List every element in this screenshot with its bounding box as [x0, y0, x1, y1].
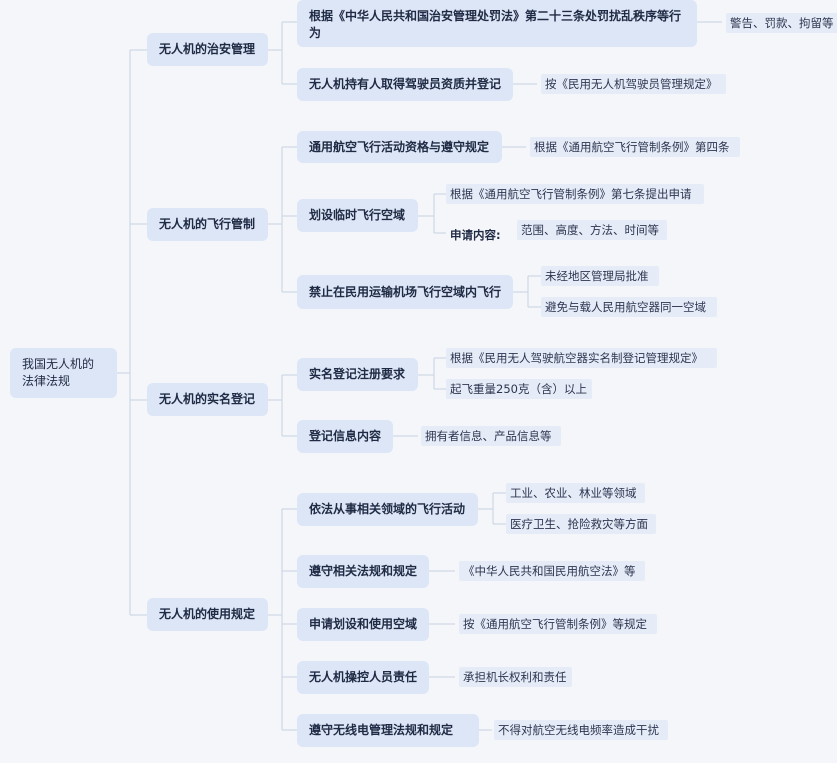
leaf-flight-control-rules[interactable]: 按《通用航空飞行管制条例》等规定	[459, 614, 657, 634]
leaf-label: 警告、罚款、拘留等	[730, 16, 834, 30]
branch-label: 无人机的实名登记	[159, 392, 256, 406]
leaf-pilot-regulation[interactable]: 按《民用无人机驾驶员管理规定》	[541, 74, 726, 94]
leaf-label: 未经地区管理局批准	[545, 269, 649, 283]
item-label: 依法从事相关领域的飞行活动	[309, 502, 466, 516]
leaf-label: 按《民用无人机驾驶员管理规定》	[545, 77, 718, 91]
item-airport-airspace-ban[interactable]: 禁止在民用运输机场飞行空域内飞行	[297, 275, 513, 309]
root-node[interactable]: 我国无人机的法律法规	[10, 348, 117, 398]
leaf-label: 根据《通用航空飞行管制条例》第四条	[534, 140, 730, 154]
branch-label: 无人机的飞行管制	[159, 217, 256, 231]
item-label: 划设临时飞行空域	[309, 208, 406, 222]
item-label: 无人机操控人员责任	[309, 670, 418, 684]
item-label: 根据《中华人民共和国治安管理处罚法》第二十三条处罚扰乱秩序等行为	[309, 8, 682, 40]
branch-label: 无人机的使用规定	[159, 607, 256, 621]
leaf-label: 根据《民用无人驾驶航空器实名制登记管理规定》	[450, 351, 703, 365]
item-operator-responsibility[interactable]: 无人机操控人员责任	[297, 661, 429, 694]
item-label: 通用航空飞行活动资格与遵守规定	[309, 139, 490, 154]
leaf-penalties[interactable]: 警告、罚款、拘留等	[726, 13, 837, 33]
item-registration-requirements[interactable]: 实名登记注册要求	[297, 358, 418, 391]
leaf-label: 按《通用航空飞行管制条例》等规定	[463, 617, 647, 631]
leaf-label: 不得对航空无线电频率造成干扰	[498, 723, 659, 737]
item-label: 无人机持有人取得驾驶员资质并登记	[309, 77, 502, 91]
leaf-captain-rights[interactable]: 承担机长权利和责任	[459, 667, 572, 687]
leaf-article-seven[interactable]: 根据《通用航空飞行管制条例》第七条提出申请	[446, 184, 704, 204]
branch-real-name-registration[interactable]: 无人机的实名登记	[147, 383, 268, 416]
item-radio-regulations[interactable]: 遵守无线电管理法规和规定	[297, 714, 479, 747]
leaf-registration-regulation[interactable]: 根据《民用无人驾驶航空器实名制登记管理规定》	[446, 348, 717, 368]
item-label: 登记信息内容	[309, 429, 382, 443]
item-airspace-application[interactable]: 申请划设和使用空域	[297, 608, 429, 641]
leaf-label: 拥有者信息、产品信息等	[425, 429, 552, 443]
leaf-civil-aviation-law[interactable]: 《中华人民共和国民用航空法》等	[459, 561, 645, 581]
branch-flight-control[interactable]: 无人机的飞行管制	[147, 208, 268, 241]
item-comply-regulations[interactable]: 遵守相关法规和规定	[297, 555, 429, 588]
leaf-article-four[interactable]: 根据《通用航空飞行管制条例》第四条	[530, 137, 740, 157]
application-content-label: 申请内容:	[450, 225, 501, 245]
item-pilot-qualification[interactable]: 无人机持有人取得驾驶员资质并登记	[297, 68, 513, 101]
sub-label: 申请内容:	[450, 228, 501, 242]
item-label: 禁止在民用运输机场飞行空域内飞行	[309, 284, 502, 299]
leaf-label: 起飞重量250克（含）以上	[450, 382, 587, 396]
leaf-label: 工业、农业、林业等领域	[510, 486, 637, 500]
leaf-industry-agriculture[interactable]: 工业、农业、林业等领域	[506, 483, 645, 503]
item-label: 遵守无线电管理法规和规定	[309, 723, 454, 737]
item-label: 遵守相关法规和规定	[309, 564, 418, 578]
item-lawful-flight-activities[interactable]: 依法从事相关领域的飞行活动	[297, 493, 478, 526]
leaf-label: 医疗卫生、抢险救灾等方面	[510, 517, 648, 531]
leaf-no-interference[interactable]: 不得对航空无线电频率造成干扰	[494, 720, 668, 740]
branch-usage-rules[interactable]: 无人机的使用规定	[147, 598, 268, 631]
leaf-label: 《中华人民共和国民用航空法》等	[463, 564, 636, 578]
item-public-security-law[interactable]: 根据《中华人民共和国治安管理处罚法》第二十三条处罚扰乱秩序等行为	[297, 0, 697, 47]
leaf-owner-product-info[interactable]: 拥有者信息、产品信息等	[421, 426, 561, 446]
branch-public-security[interactable]: 无人机的治安管理	[147, 33, 268, 66]
leaf-application-content[interactable]: 范围、高度、方法、时间等	[517, 220, 667, 240]
leaf-label: 根据《通用航空飞行管制条例》第七条提出申请	[450, 187, 692, 201]
item-label: 申请划设和使用空域	[309, 617, 418, 631]
leaf-avoid-manned-aircraft[interactable]: 避免与载人民用航空器同一空域	[541, 297, 717, 317]
leaf-authority-approval[interactable]: 未经地区管理局批准	[541, 266, 659, 286]
item-label: 实名登记注册要求	[309, 367, 406, 381]
leaf-label: 避免与载人民用航空器同一空域	[545, 300, 706, 314]
leaf-label: 范围、高度、方法、时间等	[521, 223, 659, 237]
leaf-takeoff-weight[interactable]: 起飞重量250克（含）以上	[446, 379, 592, 399]
item-registration-info[interactable]: 登记信息内容	[297, 420, 393, 453]
root-label: 我国无人机的法律法规	[22, 357, 95, 388]
branch-label: 无人机的治安管理	[159, 42, 256, 56]
item-temporary-airspace[interactable]: 划设临时飞行空域	[297, 199, 418, 232]
leaf-label: 承担机长权利和责任	[463, 670, 567, 684]
leaf-medical-rescue[interactable]: 医疗卫生、抢险救灾等方面	[506, 514, 656, 534]
item-general-aviation-qualification[interactable]: 通用航空飞行活动资格与遵守规定	[297, 131, 502, 163]
